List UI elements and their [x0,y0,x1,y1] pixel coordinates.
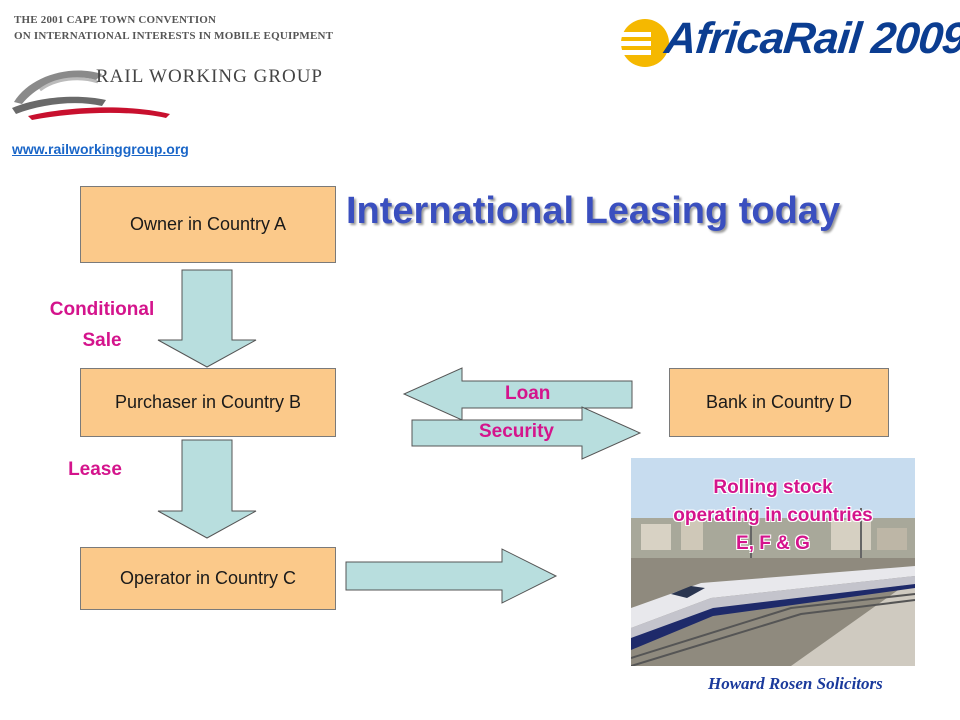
rolling-stock-caption: Rolling stock operating in countries E, … [631,474,915,558]
train-illustration-icon [631,458,915,666]
loan-arrow [402,367,633,421]
convention-line-2: ON INTERNATIONAL INTERESTS IN MOBILE EQU… [14,30,334,42]
security-label: Security [479,421,554,442]
bank-box: Bank in Country D [669,368,889,437]
owner-label: Owner in Country A [129,214,287,234]
operator-label: Operator in Country C [119,568,297,588]
lease-arrow [157,439,257,539]
footer-credit: Howard Rosen Solicitors [708,674,883,693]
security-arrow [411,406,642,460]
website-link[interactable]: www.railworkinggroup.org [12,141,189,157]
lease-label: Lease [68,459,122,480]
rail-working-group-name: RAIL WORKING GROUP [96,66,323,87]
owner-box: Owner in Country A [80,186,336,263]
convention-line-1: THE 2001 CAPE TOWN CONVENTION [14,14,217,26]
conditional-sale-arrow [157,269,257,368]
operator-box: Operator in Country C [80,547,336,610]
slide-title: International Leasing today [346,190,841,232]
africarail-sun-icon [617,19,669,67]
conditional-sale-label-1: Conditional [49,299,155,320]
caption-line-2: operating in countries [673,505,873,526]
rolling-stock-photo [631,458,915,666]
train-swoosh-logo-icon [12,70,170,120]
caption-line-3: E, F & G [736,533,810,554]
purchaser-label: Purchaser in Country B [114,392,302,412]
caption-line-1: Rolling stock [713,477,833,498]
operator-to-rolling-stock-arrow [345,548,558,604]
conditional-sale-label-2: Sale [82,330,122,351]
bank-label: Bank in Country D [705,392,853,412]
loan-label: Loan [505,383,551,404]
purchaser-box: Purchaser in Country B [80,368,336,437]
